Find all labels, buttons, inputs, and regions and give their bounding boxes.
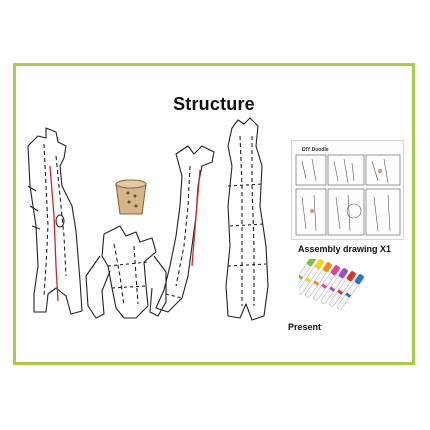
assembly-drawing-art: [295, 154, 401, 236]
marker: [312, 265, 340, 301]
left-giraffe-piece: [27, 127, 83, 315]
marker: [320, 268, 348, 304]
cork-piece: [115, 179, 147, 215]
assembly-drawing: DIY Doodle: [291, 140, 404, 240]
manual-title: DIY Doodle: [302, 147, 329, 153]
product-frame: Structure: [13, 63, 415, 365]
marker: [328, 271, 356, 307]
center-base-piece: [85, 225, 167, 319]
marker: [336, 274, 364, 310]
marker: [304, 262, 332, 298]
marker: [299, 259, 324, 295]
section-title: Structure: [173, 94, 255, 114]
upright-piece: [225, 117, 269, 321]
assembly-caption: Assembly drawing X1: [298, 244, 392, 254]
present-caption: Present: [288, 322, 322, 332]
markers-set: [299, 259, 364, 310]
structure-illustration: [27, 117, 269, 321]
marker: [299, 259, 316, 292]
right-giraffe-piece: [155, 145, 215, 313]
